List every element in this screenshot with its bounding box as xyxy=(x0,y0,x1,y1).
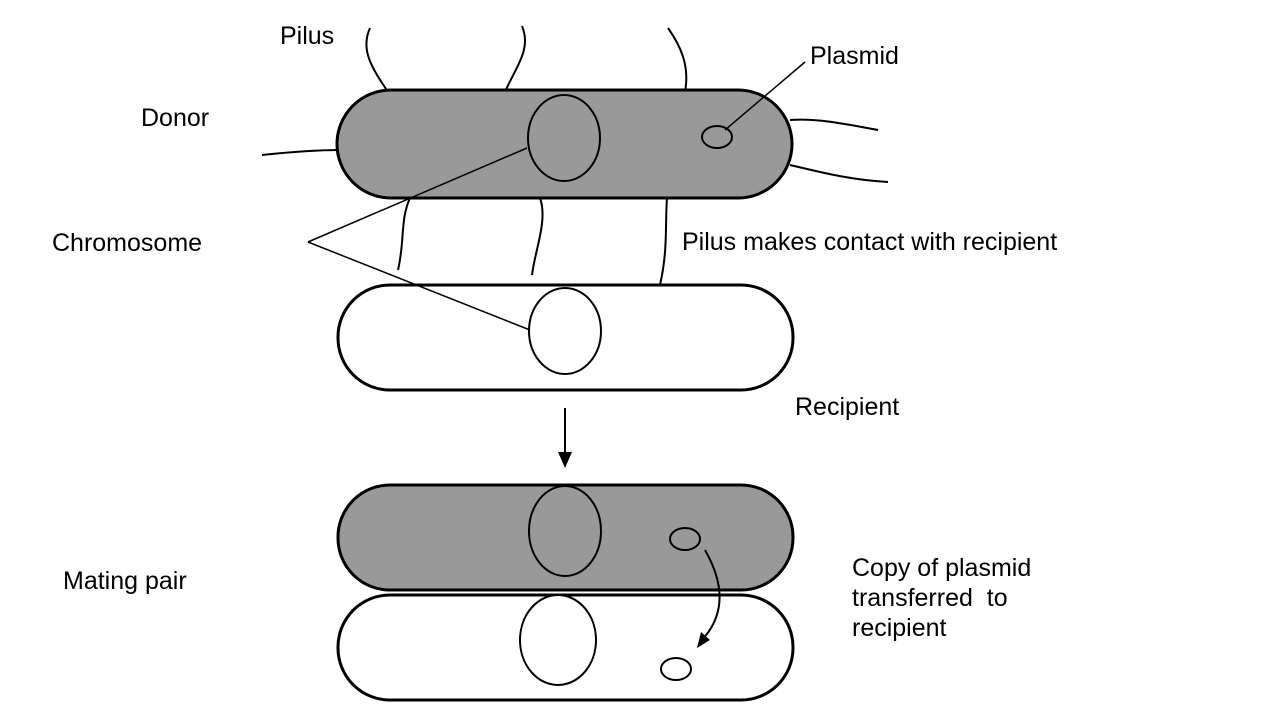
mating-donor-plasmid xyxy=(669,527,701,551)
mating-recipient-chromosome xyxy=(519,594,597,686)
mating-pair-recipient-cell xyxy=(336,593,795,702)
recipient-cell xyxy=(336,283,795,392)
chromosome-leader-donor xyxy=(307,147,528,243)
chromosome-label: Chromosome xyxy=(52,229,203,257)
donor-pili xyxy=(261,25,889,286)
mating-pair-label: Mating pair xyxy=(63,567,187,595)
chromosome-leader-recipient xyxy=(307,241,531,331)
donor-plasmid xyxy=(701,125,733,149)
down-arrow xyxy=(558,408,572,468)
pilus-right-upper xyxy=(789,118,879,131)
pilus-bottom-left xyxy=(397,197,411,271)
pilus-right-lower xyxy=(789,164,889,183)
pilus-top-right xyxy=(667,27,688,93)
copy-label-line3: recipient xyxy=(852,614,947,642)
copy-label-line2: transferred to xyxy=(852,584,1008,612)
pilus-left xyxy=(261,149,341,156)
leader-lines xyxy=(307,61,806,331)
mating-pair-donor-cell xyxy=(336,483,795,592)
pilus-label: Pilus xyxy=(280,22,335,50)
mating-donor-chromosome xyxy=(528,485,602,577)
copy-label-line1: Copy of plasmid xyxy=(852,554,1032,582)
recipient-chromosome xyxy=(528,287,602,375)
pilus-contact xyxy=(659,197,668,286)
copy-transferred-label: Copy of plasmid transferred to recipient xyxy=(852,553,1031,643)
plasmid-transfer-arrow xyxy=(697,549,721,648)
transferred-plasmid xyxy=(660,657,692,681)
donor-cell xyxy=(335,88,794,200)
plasmid-label: Plasmid xyxy=(810,42,899,70)
recipient-label: Recipient xyxy=(795,393,900,421)
pilus-contact-label: Pilus makes contact with recipient xyxy=(682,228,1058,256)
donor-chromosome xyxy=(527,94,601,182)
donor-label: Donor xyxy=(141,104,210,132)
pilus-top-left xyxy=(365,27,389,93)
pilus-top-middle xyxy=(504,25,527,93)
plasmid-leader xyxy=(724,61,806,131)
pilus-bottom-middle xyxy=(531,197,544,276)
